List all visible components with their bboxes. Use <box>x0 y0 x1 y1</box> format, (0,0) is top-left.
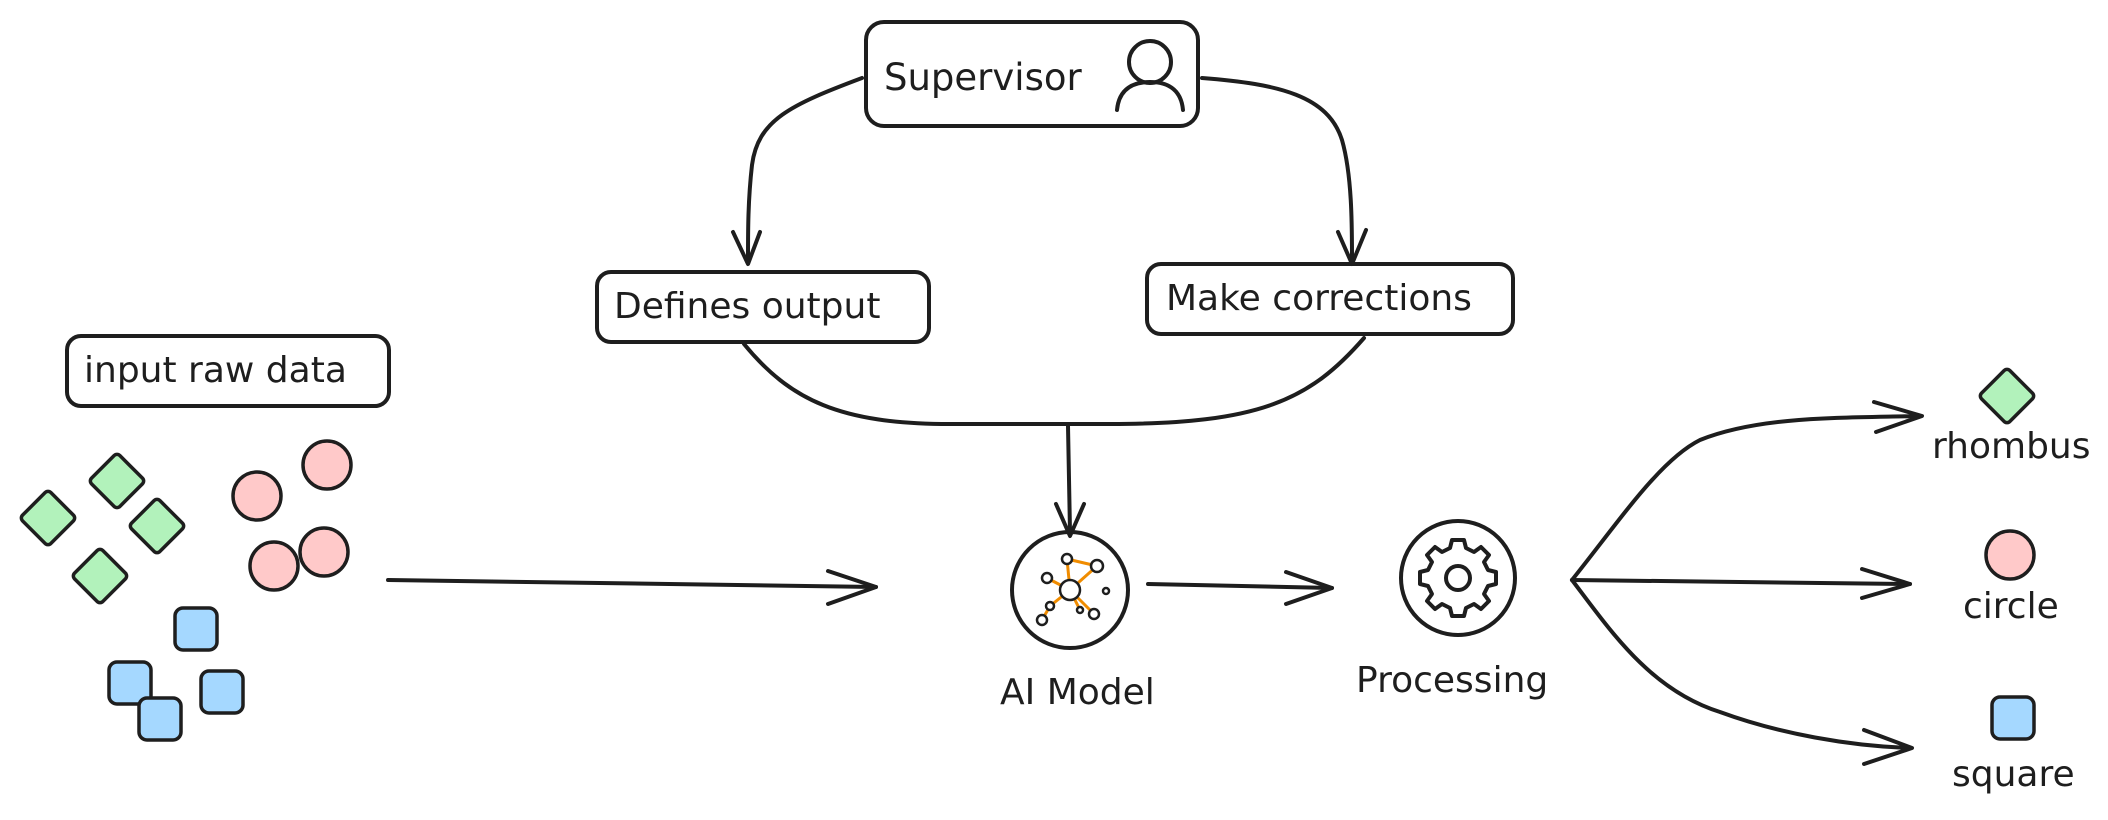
supervisor-to-corrections-arrow <box>1200 76 1368 266</box>
square-icon <box>1990 695 2036 741</box>
processing-to-square-arrow <box>1570 578 1914 766</box>
feedback-merge-arrow <box>742 336 1366 538</box>
processing-node[interactable]: Processing <box>1356 519 1548 701</box>
supervisor-label: Supervisor <box>884 56 1082 99</box>
ai-model-node[interactable]: AI Model <box>1000 530 1155 713</box>
defines-output-label: Defines output <box>614 286 880 327</box>
processing-label: Processing <box>1356 660 1548 701</box>
output-label-rhombus: rhombus <box>1932 426 2091 467</box>
circle-shapes <box>231 439 353 592</box>
output-label-circle: circle <box>1963 586 2059 627</box>
input-raw-data-node[interactable]: input raw data <box>65 334 391 408</box>
ai-to-processing-arrow <box>1146 570 1334 606</box>
output-square: square <box>1952 695 2075 795</box>
input-to-ai-arrow <box>386 569 878 606</box>
supervisor-node[interactable]: Supervisor <box>864 20 1200 128</box>
user-icon <box>1115 39 1185 112</box>
make-corrections-label: Make corrections <box>1166 278 1472 319</box>
processing-to-circle-arrow <box>1570 567 1912 600</box>
gear-icon <box>1418 538 1498 618</box>
network-graph-icon <box>1035 552 1111 627</box>
output-label-square: square <box>1952 754 2075 795</box>
output-rhombus: rhombus <box>1932 367 2091 467</box>
circle-icon <box>1984 529 2036 581</box>
processing-to-rhombus-arrow <box>1570 400 1924 582</box>
ai-model-label: AI Model <box>1000 672 1155 713</box>
defines-output-node[interactable]: Defines output <box>595 270 931 344</box>
raw-data-cluster <box>19 439 353 742</box>
rhombus-icon <box>1978 367 2036 425</box>
make-corrections-node[interactable]: Make corrections <box>1145 262 1515 336</box>
output-circle: circle <box>1963 529 2059 627</box>
input-raw-data-label: input raw data <box>84 350 347 391</box>
square-shapes <box>107 606 245 742</box>
supervisor-to-defines-arrow <box>731 76 864 266</box>
rhombus-shapes <box>19 452 186 605</box>
